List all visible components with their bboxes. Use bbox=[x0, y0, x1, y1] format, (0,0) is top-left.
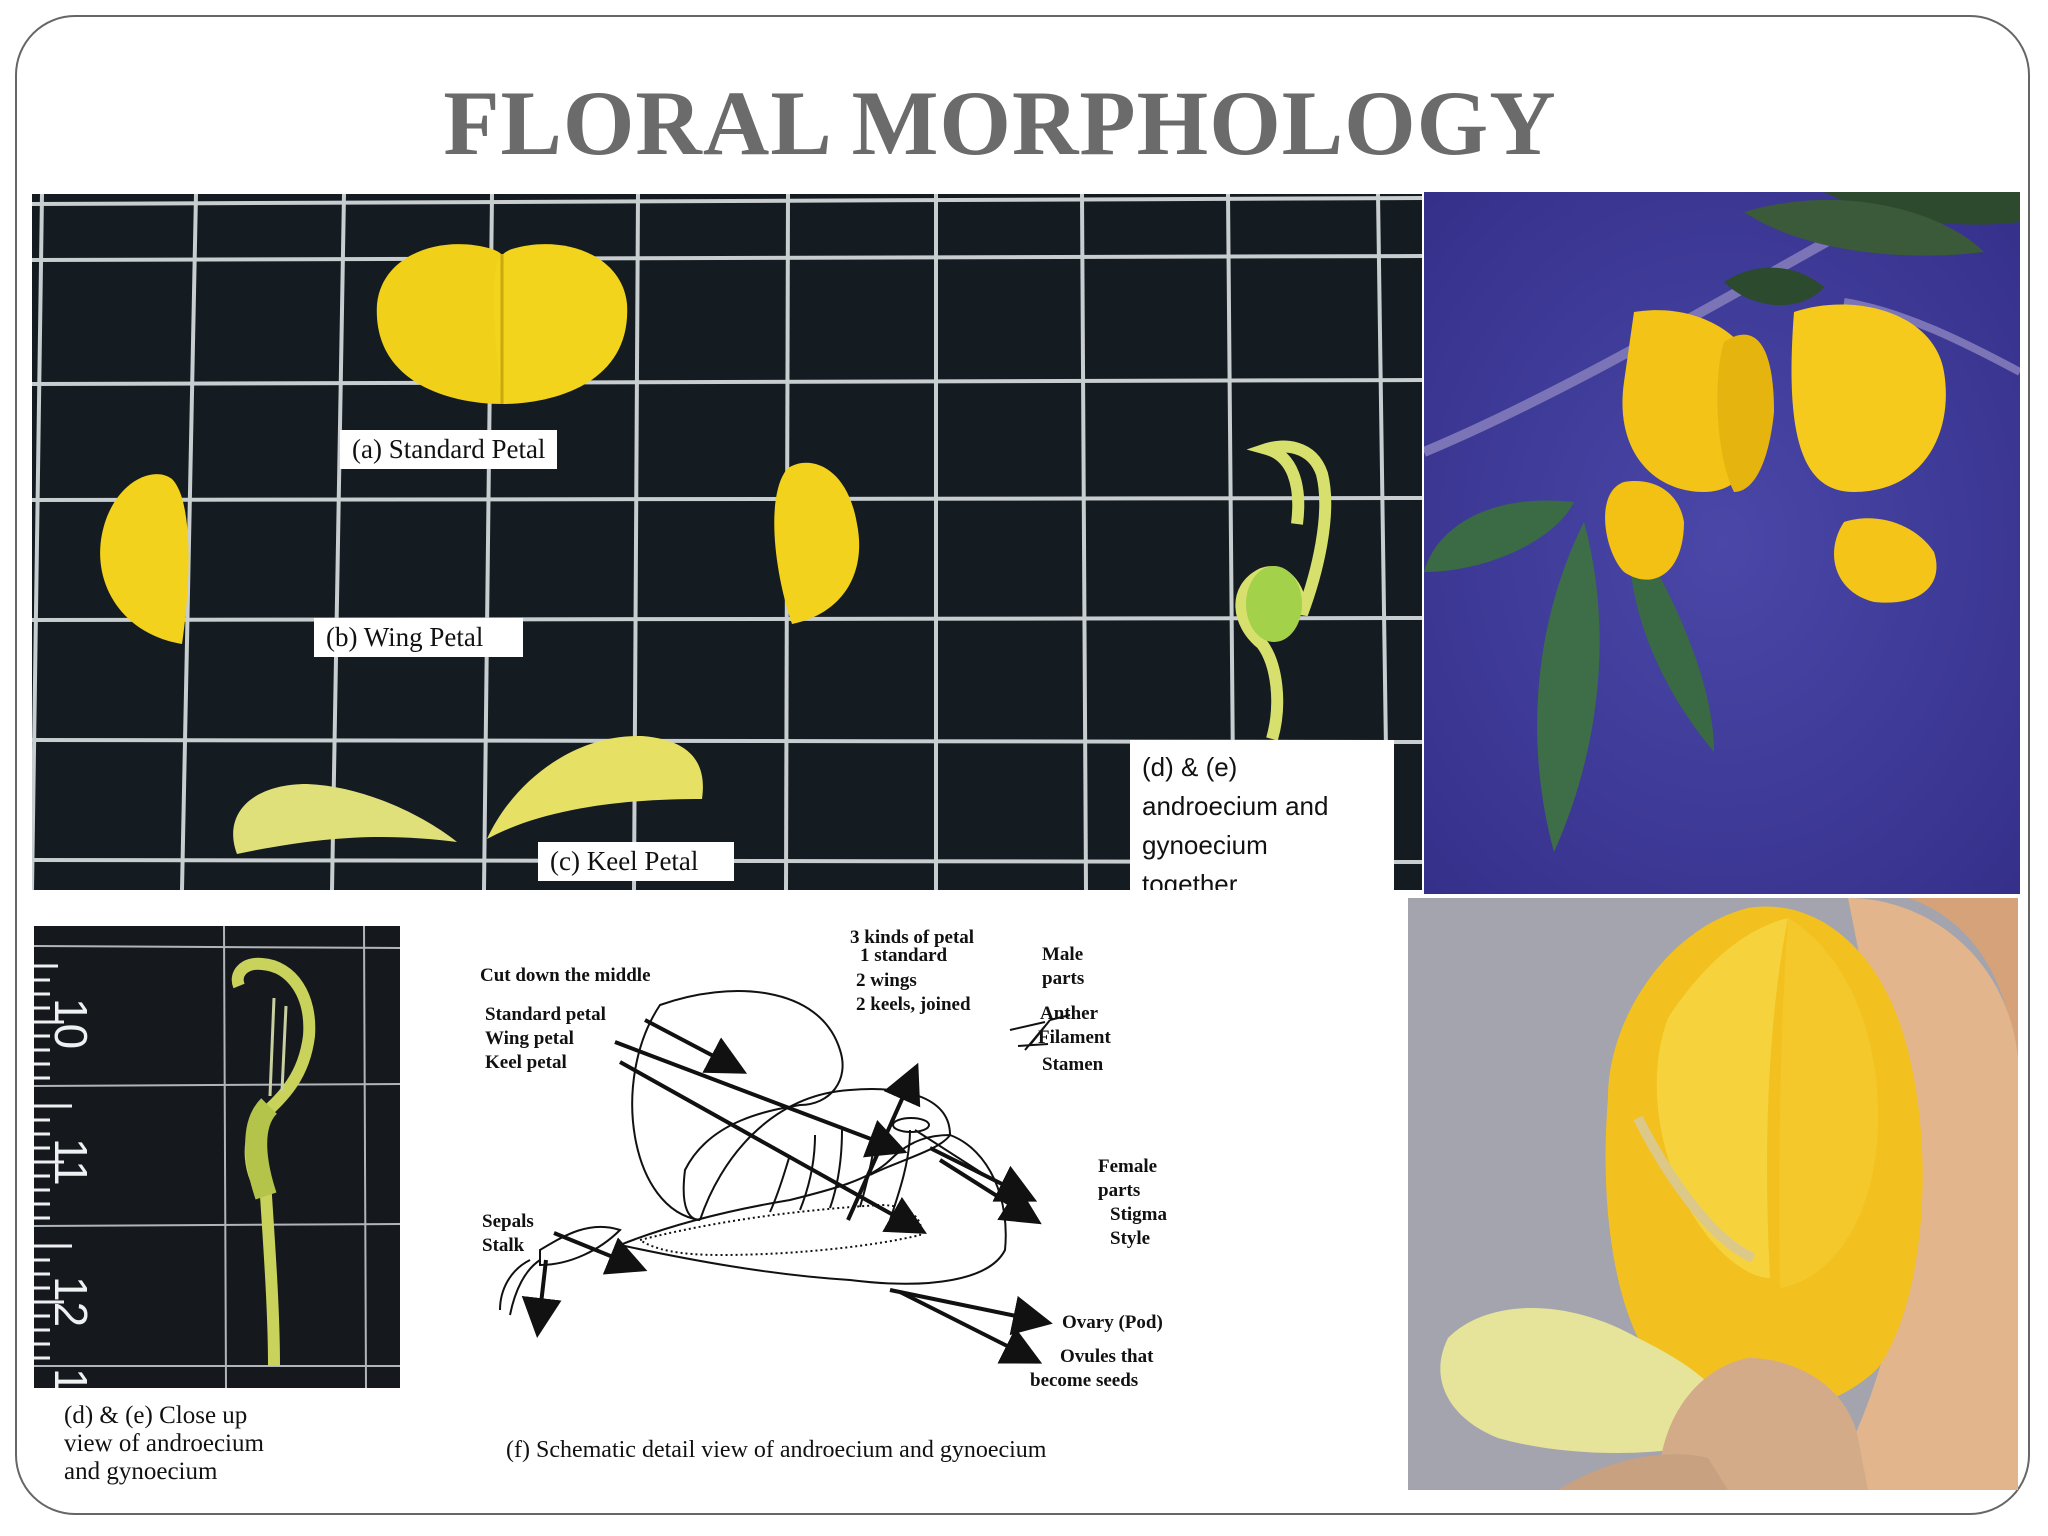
label-keel-petal: (c) Keel Petal bbox=[538, 842, 735, 881]
closeup-flower-image bbox=[1408, 898, 2018, 1490]
slide-title: FLORAL MORPHOLOGY bbox=[443, 72, 1557, 174]
schem-cut-label: Cut down the middle bbox=[480, 965, 651, 986]
ruler-numbers: 10 11 12 1 bbox=[38, 998, 98, 1388]
label-androecium-gynoecium: (d) & (e) androecium and gynoecium toget… bbox=[1130, 740, 1394, 890]
schem-standard-petal: Standard petal bbox=[485, 1004, 606, 1025]
ruler-tick-12: 12 bbox=[45, 1276, 97, 1328]
label-de-line-2: androecium and bbox=[1142, 791, 1329, 821]
schem-male: Male bbox=[1042, 944, 1083, 965]
sepal-outline bbox=[539, 1225, 622, 1267]
ruler-tick-10: 10 bbox=[45, 998, 97, 1050]
schem-kinds-standard: 1 standard bbox=[860, 945, 948, 966]
schem-anther: Anther bbox=[1040, 1003, 1099, 1024]
schem-style: Style bbox=[1110, 1228, 1150, 1249]
label-standard-petal: (a) Standard Petal bbox=[340, 430, 558, 469]
schem-stamen: Stamen bbox=[1042, 1054, 1104, 1075]
ruler-tick-11: 11 bbox=[45, 1138, 97, 1186]
schematic-caption: (f) Schematic detail view of androecium … bbox=[506, 1437, 1047, 1463]
schem-kinds-keels: 2 keels, joined bbox=[856, 994, 971, 1015]
schem-kinds-title: 3 kinds of petal bbox=[850, 927, 974, 948]
label-wing-petal: (b) Wing Petal bbox=[314, 618, 524, 657]
petal-grid-photo: (a) Standard Petal (b) Wing Petal (c) Ke… bbox=[32, 194, 1422, 890]
schem-stalk: Stalk bbox=[482, 1235, 525, 1256]
ruler-tick-1: 1 bbox=[45, 1368, 97, 1388]
schem-ovules-2: become seeds bbox=[1030, 1370, 1138, 1390]
schem-filament: Filament bbox=[1038, 1027, 1111, 1048]
schem-wing-petal: Wing petal bbox=[485, 1028, 574, 1049]
ruler-caption: (d) & (e) Close up view of androecium an… bbox=[64, 1402, 264, 1486]
flower-photo bbox=[1424, 192, 2020, 894]
ruler-closeup-photo: 10 11 12 1 bbox=[34, 926, 400, 1388]
label-de-line-4: together bbox=[1142, 869, 1238, 890]
schem-sepals: Sepals bbox=[482, 1211, 534, 1232]
stalk-outline bbox=[499, 1259, 541, 1316]
flower-image bbox=[1424, 192, 2020, 894]
schem-ovary: Ovary (Pod) bbox=[1062, 1312, 1163, 1333]
schem-stigma: Stigma bbox=[1110, 1204, 1168, 1225]
label-de-line-1: (d) & (e) bbox=[1142, 752, 1238, 782]
ruler-caption-line-2: view of androecium bbox=[64, 1430, 264, 1457]
ruler-caption-line-3: and gynoecium bbox=[64, 1458, 218, 1485]
schem-parts-female: parts bbox=[1098, 1180, 1140, 1201]
schem-ovules-1: Ovules that bbox=[1060, 1346, 1154, 1367]
closeup-flower-photo bbox=[1408, 898, 2018, 1490]
schem-kinds-wings: 2 wings bbox=[856, 970, 917, 991]
standard-petal-outline bbox=[631, 990, 844, 1221]
label-de-line-3: gynoecium bbox=[1142, 830, 1268, 860]
ruler-caption-line-1: (d) & (e) Close up bbox=[64, 1402, 248, 1429]
schematic-diagram: Cut down the middle 3 kinds of petal 1 s… bbox=[480, 927, 1168, 1390]
schem-parts-male: parts bbox=[1042, 968, 1084, 989]
wing-petal-outline bbox=[699, 1088, 952, 1221]
keel-outline bbox=[616, 1133, 1007, 1285]
schem-keel-petal: Keel petal bbox=[485, 1052, 567, 1073]
schem-female: Female bbox=[1098, 1156, 1157, 1177]
ruler-closeup-image bbox=[34, 926, 400, 1388]
